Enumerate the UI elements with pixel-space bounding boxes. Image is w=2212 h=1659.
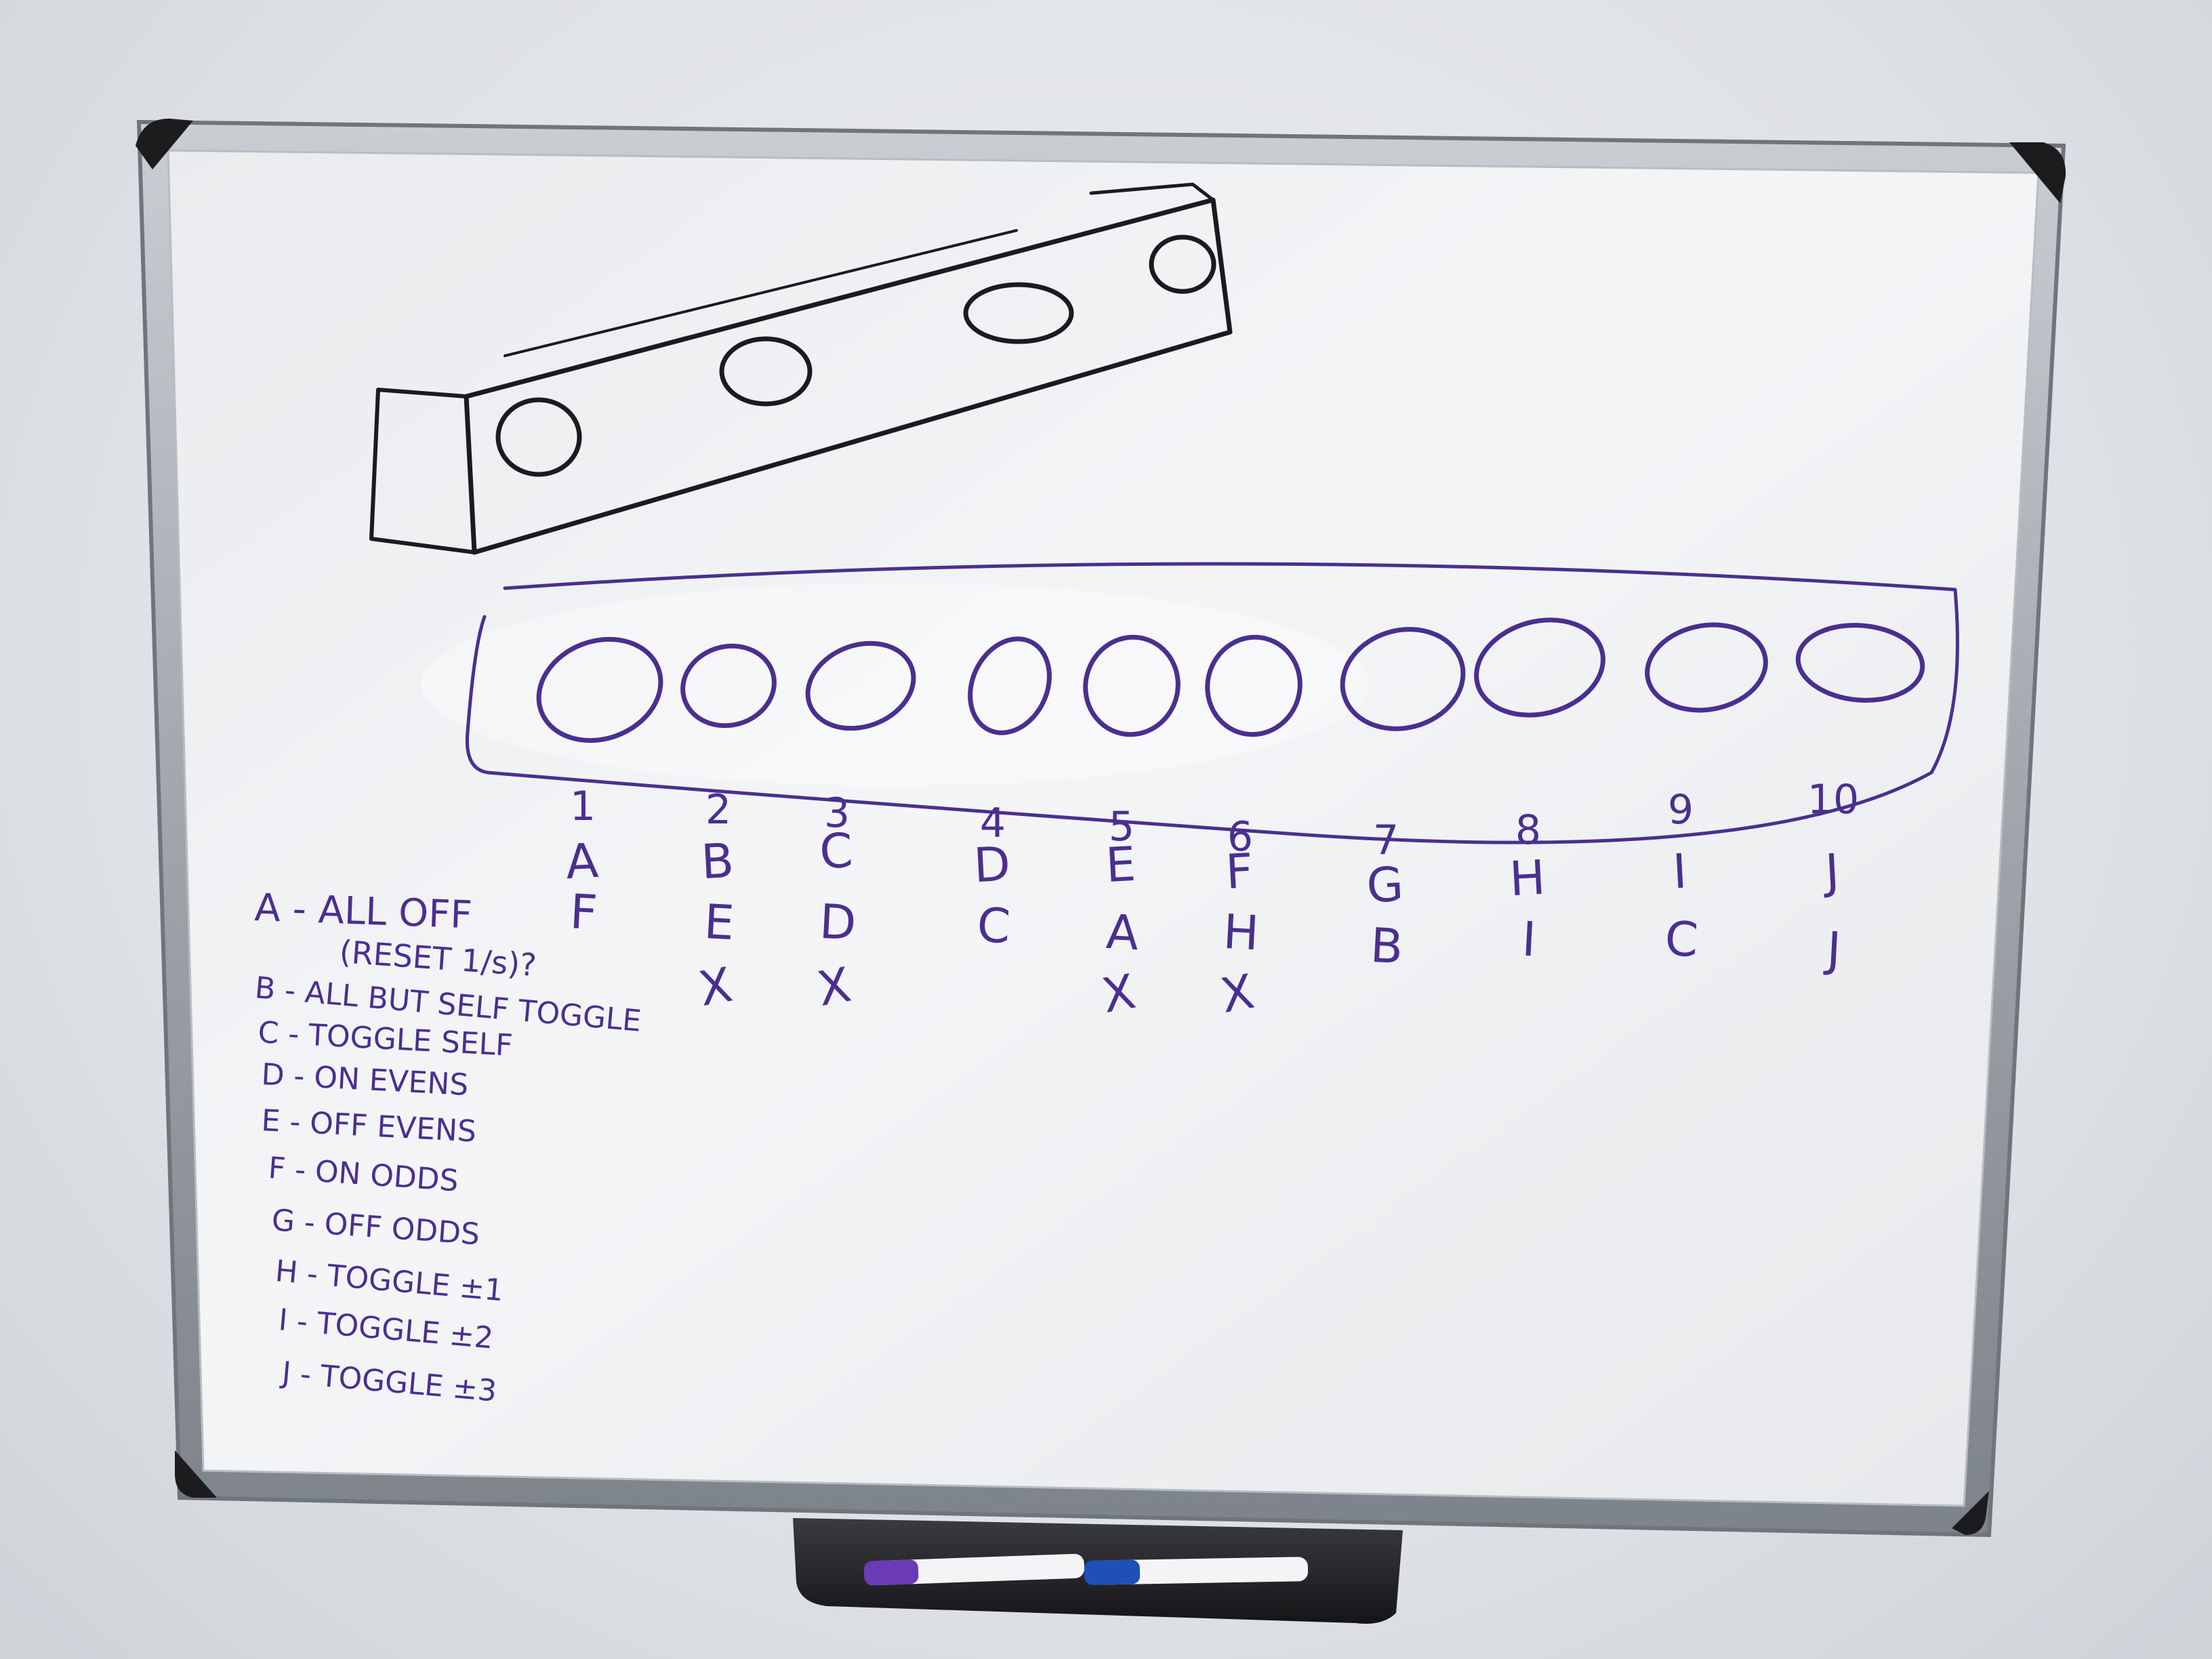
column-letter-secondary: B: [1369, 918, 1404, 975]
board-surface: [167, 149, 2040, 1507]
column-letter-primary: C: [818, 823, 854, 880]
column-number: 7: [1373, 817, 1399, 864]
column-number: 2: [705, 786, 731, 834]
column-letter-primary: I: [1671, 844, 1688, 900]
corner-cap-bottom-right: [1952, 1491, 1989, 1535]
legend-item: A - ALL OFF: [254, 886, 473, 937]
column-letter-secondary: A: [1105, 904, 1140, 961]
column-letter-secondary: F: [569, 884, 599, 941]
board-glare: [420, 583, 1369, 786]
marker-purple: [867, 1553, 1085, 1586]
column-number: 1: [570, 783, 596, 830]
column-number: 3: [824, 790, 850, 837]
column-letter-primary: A: [565, 833, 600, 890]
column-letter-secondary: C: [1664, 911, 1700, 968]
black-sketch-bar: [369, 182, 1233, 555]
column-letter-primary: F: [1224, 843, 1254, 900]
marker-blue: [1084, 1557, 1309, 1585]
column-number: 9: [1668, 786, 1694, 834]
column-letter-secondary: H: [1222, 904, 1261, 962]
column-letter-primary: D: [972, 836, 1012, 894]
corner-cap-bottom-left: [175, 1450, 217, 1498]
purple-sketch-bar: [465, 562, 1959, 844]
column-number: 10: [1807, 776, 1859, 823]
column-number: 6: [1227, 813, 1253, 861]
column-letter-primary: B: [700, 833, 735, 890]
column-letter-secondary: E: [703, 894, 735, 951]
marker-purple-cap: [863, 1559, 919, 1586]
column-letter-primary: G: [1366, 857, 1405, 914]
column-number: 4: [980, 800, 1006, 847]
column-letter-primary: H: [1508, 850, 1547, 907]
marker-blue-cap: [1084, 1559, 1141, 1585]
column-number: 5: [1109, 803, 1134, 851]
column-letter-primary: E: [1105, 836, 1137, 893]
column-letter-secondary: C: [976, 897, 1012, 954]
corner-cap-top-left: [136, 119, 193, 169]
column-number: 8: [1515, 806, 1541, 854]
column-letter-secondary: I: [1521, 912, 1538, 968]
corner-cap-top-right: [2009, 142, 2066, 203]
column-letter-secondary: D: [818, 894, 857, 951]
